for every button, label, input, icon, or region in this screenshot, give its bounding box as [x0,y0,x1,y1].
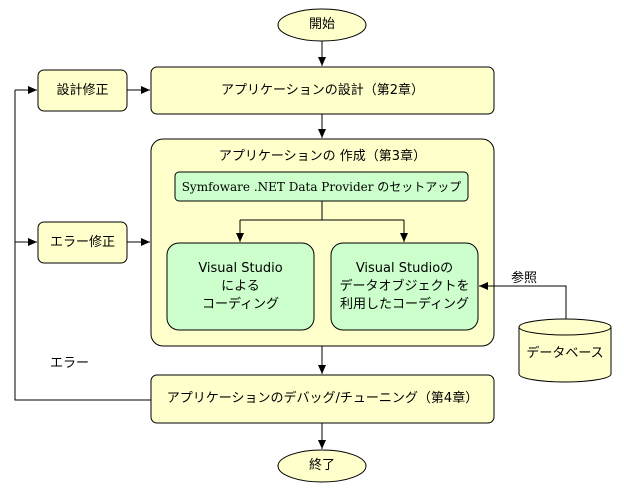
error-label: エラー [50,356,90,371]
debug-label: アプリケーションのデバッグ/チューニング（第4章） [166,391,479,406]
end-label: 終了 [308,458,335,473]
start-label: 開始 [308,17,335,32]
arrow-database-reference [479,282,567,319]
coding-data-label: Visual Studioの データオブジェクトを 利用したコーディング [339,260,470,312]
coding-vs-box [166,242,315,331]
error-fix-label: エラー修正 [49,234,115,250]
setup-label: Symfoware .NET Data Provider のセットアップ [181,179,462,194]
coding-data-box [330,242,479,331]
database-cylinder [518,318,612,383]
design-fix-label: 設計修正 [56,82,109,98]
create-label: アプリケーションの 作成（第3章） [218,149,427,164]
coding-vs-label: Visual Studio による コーディング [198,260,283,312]
loop-line-error [14,90,151,401]
end-terminal [277,449,367,483]
database-label: データベース [526,346,604,361]
design-label: アプリケーションの設計（第2章） [220,82,424,98]
reference-label: 参照 [511,271,538,286]
